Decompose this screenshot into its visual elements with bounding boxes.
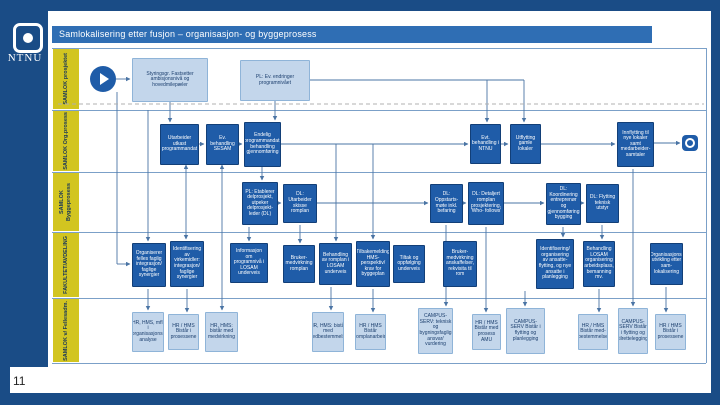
lane-label: SAMLOK Org.prosess [53,111,79,171]
process-box: Identifisering/ organisering av ansatte-… [536,239,574,289]
lane-label: SAMLOK Byggeprosess [53,173,79,231]
ntnu-logo-circle-icon [23,33,33,43]
process-box: HR, HMS, mfl. i organisasjons- analyse [132,312,164,352]
slide-title: Samlokalisering etter fusjon – organisas… [59,29,317,39]
process-box: Behandling av romplan i LOSAM underveis [319,243,352,285]
process-box: PL: Etablerer delprosjekt, utpeker delpr… [242,182,278,225]
lane-separator [52,298,706,299]
process-box: Informasjon om programnivå i LOSAM under… [230,243,268,283]
lane-label: SAMLOK v/ Fellesadm. [53,299,79,362]
process-box: Organisasjons- utvikling etter sam- loka… [650,243,683,285]
ntnu-left-band [10,11,48,367]
process-box: Tiltak og oppfølging underveis [393,245,425,283]
process-box: CAMPUS- SERV Bistår i flytting og tilret… [618,308,648,354]
lane-label-text: FAKULTET/AVDELING [62,236,69,294]
lane-label: FAKULTET/AVDELING [53,233,79,297]
lane-separator [52,363,706,364]
process-box: Behandling LOSAM organisering arbeidspla… [583,241,615,287]
process-box: Endelig programmandat, behandling gjenno… [244,122,281,167]
process-box: Innflytting til nye lokaler samt medarbe… [617,122,654,167]
ntnu-logo-text: NTNU [7,52,43,64]
lane-separator [52,110,706,111]
process-box: HR / HMS Bistår romplanarbeid [355,314,386,350]
lane-separator [52,48,706,49]
process-box: DL: Oppstarts- møte inkl. befaring [430,184,463,223]
ntnu-logo-icon [13,23,43,53]
lane-separator [52,232,706,233]
process-box: Bruker- medvirkning anskaffelser, rekvis… [443,241,477,287]
process-box: DL: Koordinering entreprenør og gjennomf… [546,183,581,225]
process-box: DL: Utarbeider skisse romplan [283,184,317,223]
slide-title-bar: Samlokalisering etter fusjon – organisas… [52,26,652,43]
process-box: Tilbakemelding HMS- perspektiv/ krav for… [356,241,390,287]
process-box: HR, HMS: bistår med medvirkning [205,312,238,352]
process-box: HR / HMS Bistår i prosessene [655,314,686,350]
lane-label-text: SAMLOK Org.prosess [62,112,69,170]
process-box: Styringsgr. Fastsetter ambisjonsnivå og … [132,58,208,102]
lane-label-text: SAMLOK Byggeprosess [59,183,72,221]
process-box: DL: Flytting teknisk utstyr [586,184,619,223]
process-box: Organiserer felles faglig integrasjon/ f… [132,243,166,287]
process-box: PL: Ev. endringer programnivået [240,60,310,101]
lane-separator [52,172,706,173]
process-box: DL: Detaljert romplan prosjektering, 'Wh… [468,182,504,225]
end-ring-icon [685,138,695,148]
process-box: Identifisering av virkemidler: integrasj… [170,241,204,287]
process-box: Bruker- medvirkning romplan [283,245,315,283]
process-box: HR / HMS Bistår i prosessene [168,314,199,350]
page-number: 11 [13,374,26,388]
play-icon [100,73,109,85]
diagram-right-border [706,48,707,363]
process-box: CAMPUS- SERV: teknisk og bygningsfaglig … [418,308,453,354]
process-box: HR / HMS Bistår med- bestemmelse [578,314,608,350]
process-box: HR / HMS Bistår med prosess AMU [472,314,501,350]
process-box: HR, HMS: bistår med medbestemmelse [312,312,344,352]
process-box: Utflytting gamle lokaler [510,124,541,164]
lane-label-text: SAMLOK v/ Fellesadm. [62,300,69,361]
end-event-icon [682,135,698,151]
process-box: CAMPUS- SERV Bistår i flytting og planle… [506,308,545,354]
lane-label-text: SAMLOK prosjektet [62,53,69,105]
lane-label: SAMLOK prosjektet [53,49,79,109]
process-box: Ev. behandling SESAM [206,124,239,165]
process-box: Utarbeider utkast programmandat [160,124,199,165]
start-event-icon [90,66,116,92]
process-box: Evt. behandling i NTNU [470,124,501,164]
